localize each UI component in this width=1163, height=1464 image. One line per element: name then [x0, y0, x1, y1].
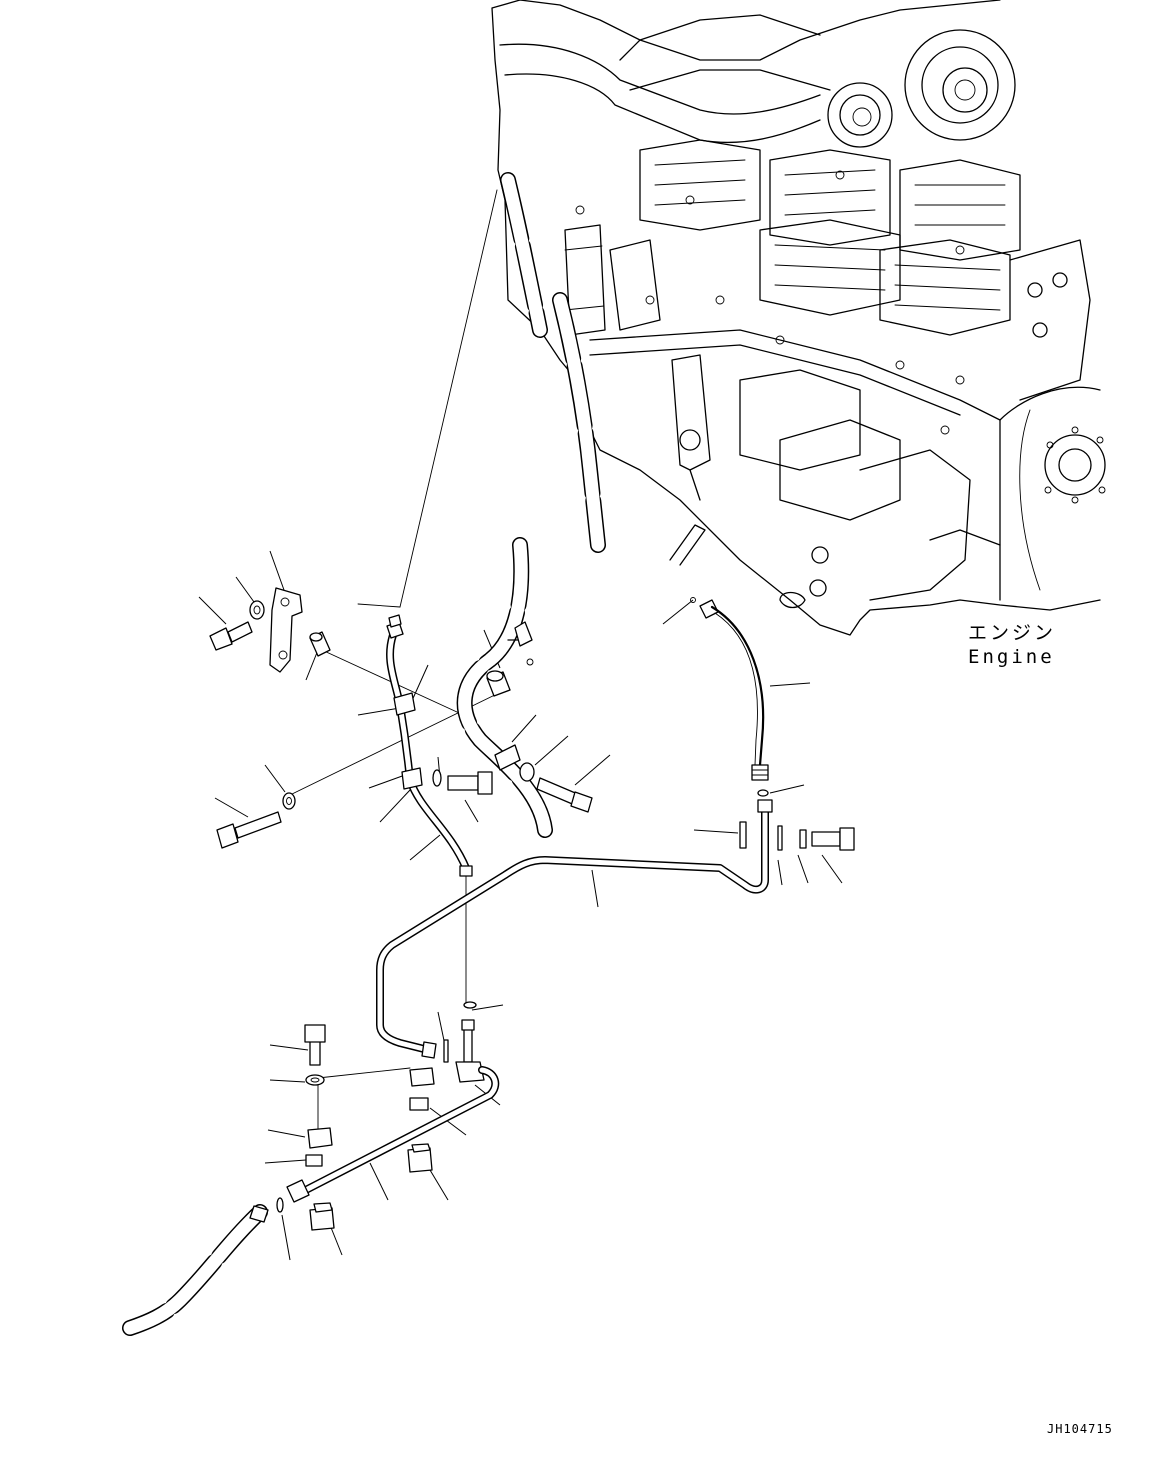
pipe-clamp	[393, 692, 416, 716]
hose-clamp	[494, 744, 521, 771]
o-ring	[757, 789, 769, 797]
upper-fuel-pipe	[386, 614, 493, 877]
bolt	[447, 775, 479, 791]
clip-bracket	[409, 1067, 435, 1087]
washer	[282, 792, 296, 810]
pipe-clamp	[401, 767, 423, 790]
flywheel-bolt-holes	[1044, 426, 1106, 504]
main-fuel-pipe	[376, 799, 855, 1059]
bolt	[227, 621, 253, 643]
fuel-hose-dashed	[456, 537, 593, 838]
drawing-number: JH104715	[1047, 1422, 1113, 1436]
o-ring	[463, 1001, 477, 1009]
washer	[519, 762, 535, 782]
banjo-bolt	[811, 831, 841, 847]
lower-pipe-assembly	[122, 1001, 500, 1336]
washer	[249, 600, 265, 620]
engine-label-jp: エンジン	[968, 622, 1057, 644]
leader-lines	[198, 189, 843, 1261]
flex-hose-right	[690, 597, 769, 797]
clip-bracket	[305, 1154, 323, 1167]
long-bolt	[234, 811, 282, 839]
mounting-bracket	[269, 587, 303, 673]
engine-assembly	[491, 0, 1106, 636]
tee-fitting	[455, 1061, 485, 1083]
clip-bracket	[307, 1127, 333, 1149]
o-ring	[276, 1197, 284, 1213]
clip-bracket	[409, 1097, 429, 1111]
washer	[305, 1074, 325, 1086]
upper-bracket-group	[209, 587, 331, 849]
engine-bolts	[575, 170, 965, 435]
bolt	[309, 1039, 321, 1066]
engine-label-en: Engine	[968, 646, 1055, 668]
